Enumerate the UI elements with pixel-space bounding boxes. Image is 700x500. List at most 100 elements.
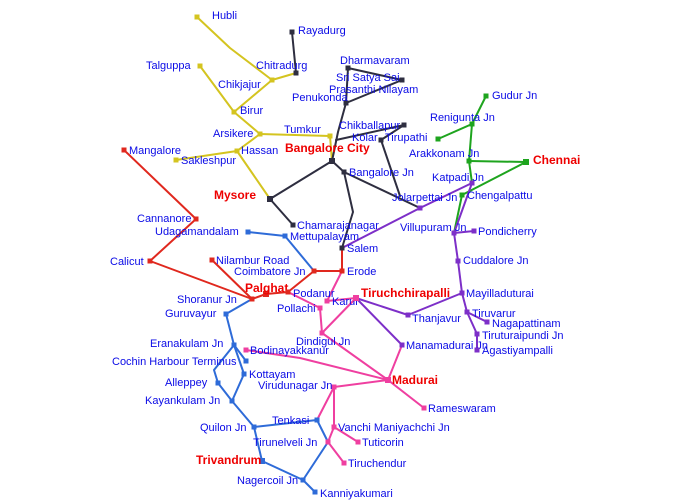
station-label-mysore: Mysore — [214, 188, 256, 202]
station-label-mayilladuturai: Mayilladuturai — [466, 288, 534, 300]
rail-line-yellow-5 — [236, 133, 261, 152]
station-label-chengalpattu: Chengalpattu — [467, 190, 532, 202]
station-label-cannanore: Cannanore — [137, 213, 191, 225]
station-dot-coimbatore-jn — [311, 268, 317, 274]
station-label-nagercoil-jn: Nagercoil Jn — [237, 475, 298, 487]
rail-line-pink-62 — [321, 332, 389, 381]
station-label-thanjavur: Thanjavur — [412, 313, 461, 325]
rail-line-yellow-4 — [233, 111, 261, 135]
station-label-birur: Birur — [240, 105, 264, 117]
station-label-pondicherry: Pondicherry — [478, 226, 537, 238]
station-label-agastiyampalli: Agastiyampalli — [482, 345, 553, 357]
rail-line-purple-29 — [453, 182, 473, 234]
station-dot-guruvayur — [223, 311, 229, 317]
station-dot-salem — [339, 245, 345, 251]
station-dot-arsikere — [257, 131, 263, 137]
rail-line-yellow-0 — [196, 16, 273, 81]
station-dot-bodinayakkanur — [243, 347, 249, 353]
station-label-sakleshpur: Sakleshpur — [181, 155, 236, 167]
station-label-tiruchendur: Tiruchendur — [348, 458, 407, 470]
station-dot-tuticorin — [355, 439, 361, 445]
station-dot-alleppey — [215, 380, 221, 386]
station-dot-penukonda — [343, 100, 349, 106]
rail-line-pink-59 — [326, 270, 343, 302]
station-dot-mayilladuturai — [459, 290, 465, 296]
rail-line-red-41 — [211, 259, 253, 300]
station-dot-renigunta-jn — [469, 121, 475, 127]
rail-line-dark-13 — [331, 102, 347, 162]
station-dot-karur — [324, 298, 330, 304]
rail-line-pink-71 — [327, 441, 345, 464]
rail-line-red-40 — [149, 260, 253, 300]
station-label-chitradurg: Chitradurg — [256, 60, 307, 72]
station-label-tumkur: Tumkur — [284, 124, 321, 136]
station-label-quilon-jn: Quilon Jn — [200, 422, 246, 434]
station-dot-mysore — [267, 196, 273, 202]
station-dot-arakkonam-jn — [466, 158, 472, 164]
station-label-eranakulam-jn: Eranakulam Jn — [150, 338, 223, 350]
station-label-udagamandalam: Udagamandalam — [155, 226, 239, 238]
station-dot-villupuram-jn — [451, 230, 457, 236]
station-dot-bangalore-city — [329, 158, 335, 164]
station-label-mangalore: Mangalore — [129, 145, 181, 157]
station-label-kottayam: Kottayam — [249, 369, 295, 381]
station-dot-palghat — [263, 291, 269, 297]
station-label-kolar: Kolar — [352, 132, 378, 144]
station-dot-manamadurai-jn — [399, 342, 405, 348]
station-dot-gudur-jn — [483, 93, 489, 99]
station-dot-nagercoil-jn — [300, 477, 306, 483]
station-dot-tirupathi — [435, 136, 441, 142]
station-dot-nilambur-road — [209, 257, 215, 263]
rail-line-blue-58 — [302, 441, 329, 481]
rail-line-pink-61 — [321, 297, 357, 334]
station-dot-podanur — [285, 289, 291, 295]
rail-line-blue-49 — [233, 344, 247, 362]
rail-line-purple-31 — [453, 230, 475, 234]
station-label-tuticorin: Tuticorin — [362, 437, 404, 449]
rail-line-dark-10 — [347, 67, 403, 81]
station-dot-cannanore — [193, 216, 199, 222]
station-label-nagapattinam: Nagapattinam — [492, 318, 561, 330]
rail-line-yellow-8 — [236, 150, 271, 200]
station-dot-rameswaram — [421, 405, 427, 411]
station-label-tenkasi: Tenkasi — [272, 415, 309, 427]
station-dot-cuddalore-jn — [455, 258, 461, 264]
station-label-tirupathi: Tirupathi — [385, 132, 427, 144]
rail-line-green-23 — [468, 123, 473, 162]
rail-line-blue-57 — [316, 419, 329, 443]
station-dot-tiruchchirapalli — [353, 295, 359, 301]
station-label-mettupalayam: Mettupalayam — [290, 231, 359, 243]
station-label-arakkonam-jn: Arakkonam Jn — [409, 148, 479, 160]
rail-line-pink-67 — [316, 386, 335, 421]
station-dot-hubli — [194, 14, 200, 20]
station-label-renigunta-jn: Renigunta Jn — [430, 112, 495, 124]
rail-line-dark-15 — [335, 124, 405, 141]
station-dot-nagapattinam — [484, 319, 490, 325]
station-dot-pollachi — [317, 305, 323, 311]
station-dot-chitradurg — [293, 70, 299, 76]
rail-line-blue-46 — [284, 235, 315, 272]
station-dot-kottayam — [241, 371, 247, 377]
station-label-calicut: Calicut — [110, 256, 144, 268]
rail-line-blue-50 — [213, 344, 235, 402]
station-label-tiruchchirapalli: Tiruchchirapalli — [361, 286, 450, 300]
station-label-rameswaram: Rameswaram — [428, 403, 496, 415]
station-dot-eranakulam-jn — [231, 342, 237, 348]
station-label-dharmavaram: Dharmavaram — [340, 55, 410, 67]
station-label-bangalore-jn: Bangalore Jn — [349, 167, 414, 179]
rail-line-yellow-6 — [175, 150, 238, 161]
station-label-guruvayur: Guruvayur — [165, 308, 217, 320]
station-dot-kayankulam-jn — [229, 398, 235, 404]
rail-line-red-38 — [123, 149, 197, 220]
station-label-jolarpettai-jn: Jolarpettai Jn — [392, 192, 457, 204]
rail-line-pink-73 — [387, 379, 425, 409]
rail-line-dark-12 — [345, 79, 403, 104]
station-label-villupuram-jn: Villupuram Jn — [400, 222, 466, 234]
rail-line-pink-60 — [326, 297, 357, 302]
rail-line-yellow-3 — [199, 65, 235, 113]
station-dot-calicut — [147, 258, 153, 264]
station-dot-mangalore — [121, 147, 127, 153]
station-label-chamarajanagar: Chamarajanagar — [297, 220, 379, 232]
station-dot-birur — [231, 109, 237, 115]
